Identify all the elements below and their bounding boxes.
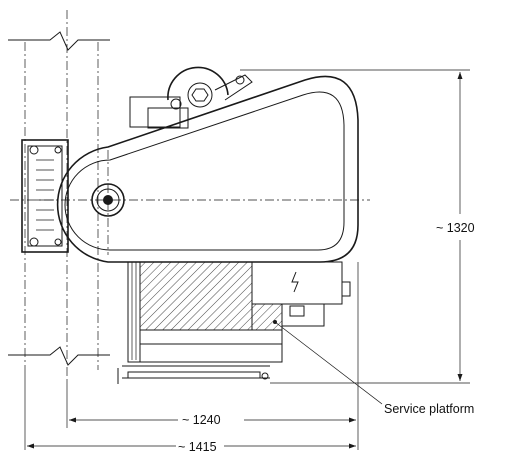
wall-section — [8, 10, 110, 380]
height-dimension-label: ~ 1320 — [436, 221, 475, 235]
outer-width-dimension — [24, 370, 359, 450]
inner-width-dimension — [66, 262, 359, 428]
service-platform-label: Service platform — [384, 402, 474, 416]
service-platform — [117, 261, 283, 384]
inner-width-dimension-label: ~ 1240 — [182, 413, 221, 427]
mounting-flange — [21, 139, 69, 253]
height-dimension — [240, 69, 470, 384]
service-platform-leader — [274, 321, 383, 405]
outer-width-dimension-label: ~ 1415 — [178, 440, 217, 454]
service-platform-leader-dot — [273, 320, 277, 324]
motor-assembly — [129, 66, 253, 129]
